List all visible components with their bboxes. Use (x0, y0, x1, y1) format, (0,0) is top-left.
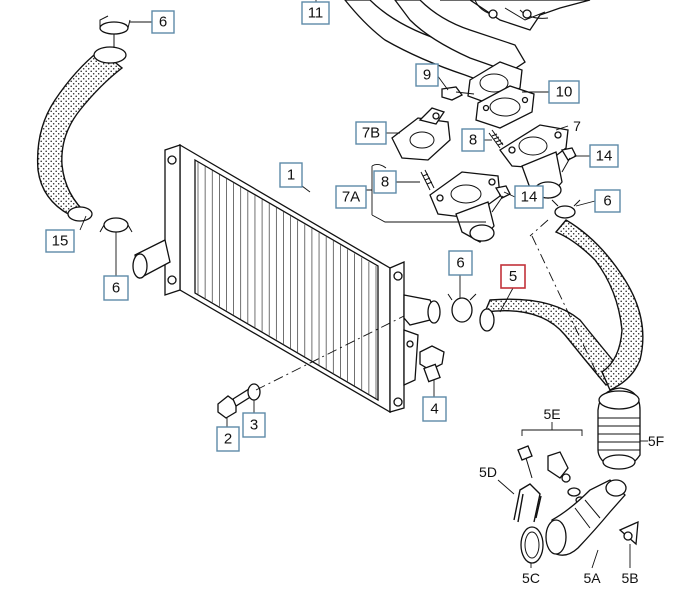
callout-6-middle: 6 (448, 250, 473, 276)
hose-15 (36, 46, 127, 222)
seal-5c (520, 526, 544, 564)
callout-7b-text: 7B (362, 125, 380, 142)
callout-8-upper-text: 8 (469, 132, 477, 149)
gasket-flange-upper (467, 61, 535, 129)
stud-9 (441, 86, 475, 101)
callout-10-text: 10 (556, 84, 573, 101)
clip-5d (513, 483, 542, 523)
stud-8-upper (488, 129, 504, 149)
callout-5e-text: 5E (543, 406, 560, 422)
callout-14-lower-text: 14 (521, 189, 538, 206)
callout-10: 10 (548, 80, 580, 104)
stud-8-lower (420, 169, 435, 191)
callout-7a: 7A (335, 185, 367, 209)
callout-9: 9 (415, 63, 439, 87)
callout-7-text: 7 (573, 118, 581, 134)
callout-9-text: 9 (423, 67, 431, 84)
callout-5f-text: 5F (648, 433, 664, 449)
charge-air-cooler (132, 143, 441, 414)
callout-5: 5 (500, 264, 526, 289)
callout-5c-text: 5C (522, 570, 540, 586)
callout-6-middle-text: 6 (456, 255, 464, 272)
callout-6-left-text: 6 (112, 280, 120, 297)
sensor-4 (419, 345, 445, 383)
callout-15-text: 15 (52, 233, 69, 250)
bracket-7b (391, 107, 451, 161)
callout-14-lower: 14 (514, 185, 544, 209)
pipe-5a (545, 479, 627, 556)
callout-5a-text: 5A (583, 570, 601, 586)
callout-5a: 5A (583, 570, 601, 586)
callout-14-upper: 14 (589, 144, 619, 168)
callout-14-upper-text: 14 (596, 148, 613, 165)
callout-6-top: 6 (151, 10, 175, 34)
callout-7a-text: 7A (342, 189, 360, 206)
callout-7: 7 (573, 118, 581, 134)
callout-2: 2 (216, 426, 240, 452)
callout-11: 11 (301, 1, 330, 25)
cap-5b (618, 520, 639, 546)
callout-3-text: 3 (250, 417, 258, 434)
bellows-5f (597, 387, 641, 470)
bolt-14-upper (560, 147, 577, 173)
intake-manifold (344, 0, 591, 89)
callout-6-right: 6 (594, 189, 621, 213)
callout-5d-text: 5D (479, 464, 497, 480)
callout-5-text: 5 (509, 268, 517, 285)
callout-3: 3 (242, 412, 266, 438)
callout-6-left: 6 (103, 275, 129, 301)
callout-8-lower-text: 8 (381, 174, 389, 191)
callout-8-lower: 8 (373, 170, 397, 194)
callout-2-text: 2 (224, 431, 232, 448)
callout-15: 15 (45, 229, 75, 253)
hose-clamp-6-middle (447, 293, 477, 323)
callout-8-upper: 8 (461, 128, 485, 152)
callout-5d: 5D (479, 464, 497, 480)
callout-11-text: 11 (308, 5, 324, 22)
washer-3 (247, 383, 261, 401)
callout-5f: 5F (648, 433, 664, 449)
callout-6-top-text: 6 (159, 14, 167, 31)
hose-clamp-6-top (99, 15, 131, 48)
callout-5e: 5E (543, 406, 560, 422)
callout-6-right-text: 6 (603, 193, 611, 210)
callout-4: 4 (422, 396, 447, 422)
callout-5c: 5C (522, 570, 540, 586)
leader-lines (79, 0, 648, 569)
callout-1-text: 1 (287, 167, 295, 184)
hose-clamp-6-left (99, 217, 133, 233)
bolt-14-lower (491, 185, 511, 213)
callout-5b-text: 5B (621, 570, 638, 586)
callout-5b: 5B (621, 570, 638, 586)
connecting-flange-7a (429, 171, 501, 243)
bolt-set-5e (517, 422, 585, 504)
callout-4-text: 4 (430, 401, 438, 418)
callout-1: 1 (279, 162, 303, 188)
callout-7b: 7B (355, 121, 387, 145)
